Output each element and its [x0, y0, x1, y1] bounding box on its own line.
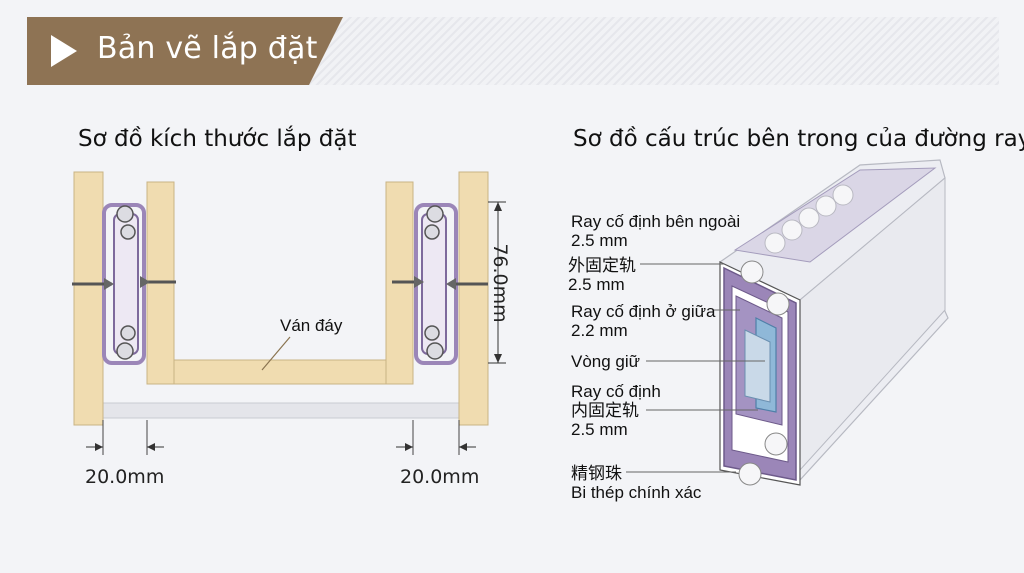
height-dimension: [488, 201, 506, 364]
inner-rail-label: Ray cố định 内固定轨 2.5 mm: [571, 382, 661, 439]
header-title-bg: [27, 17, 343, 85]
right-cabinet-wall: [458, 171, 489, 426]
play-icon: [51, 35, 77, 67]
bottom-board: [173, 359, 387, 385]
page-title: Bản vẽ lắp đặt: [97, 31, 318, 66]
middle-rail-name: Ray cố định ở giữa: [571, 302, 716, 321]
inner-rail-name: Ray cố định: [571, 382, 661, 401]
base-strip: [99, 402, 461, 419]
left-cabinet-wall: [73, 171, 104, 426]
left-section-title: Sơ đồ kích thước lắp đặt: [78, 126, 357, 152]
outer-rail-name: Ray cố định bên ngoài: [571, 212, 741, 231]
inner-rail-cn-name: 内固定轨: [571, 401, 639, 420]
steel-ball-name: Bi thép chính xác: [571, 483, 702, 502]
retainer-label: Vòng giữ: [571, 352, 640, 371]
retainer-name: Vòng giữ: [571, 352, 641, 371]
outer-rail-cn-thickness: 2.5 mm: [568, 275, 625, 294]
outer-rail-label: Ray cố định bên ngoài 2.5 mm: [571, 212, 740, 250]
bottom-board-leader: [261, 336, 291, 371]
steel-ball-cn-name: 精钢珠: [571, 464, 622, 483]
left-slide-rail: [72, 203, 176, 365]
bottom-board-label: Ván đáy: [280, 316, 343, 335]
left-width-dimension: [86, 420, 164, 455]
header-title-block: Bản vẽ lắp đặt: [27, 17, 347, 85]
right-section-title: Sơ đồ cấu trúc bên trong của đường ray: [573, 126, 1024, 152]
steel-ball-label: 精钢珠 Bi thép chính xác: [571, 464, 701, 502]
middle-rail-thickness: 2.2 mm: [571, 321, 628, 340]
right-width-label: 20.0mm: [400, 466, 480, 488]
inner-rail-thickness: 2.5 mm: [571, 420, 628, 439]
right-slide-rail: [392, 203, 488, 365]
outer-rail-cn-label: 外固定轨 2.5 mm: [568, 256, 636, 294]
outer-rail-cn-name: 外固定轨: [568, 256, 636, 275]
height-dimension-label: 76.0mm: [489, 243, 511, 323]
right-width-dimension: [396, 420, 476, 455]
left-width-label: 20.0mm: [85, 466, 165, 488]
outer-rail-thickness: 2.5 mm: [571, 231, 628, 250]
rail-structure-diagram: [626, 159, 949, 486]
middle-rail-label: Ray cố định ở giữa 2.2 mm: [571, 302, 715, 340]
